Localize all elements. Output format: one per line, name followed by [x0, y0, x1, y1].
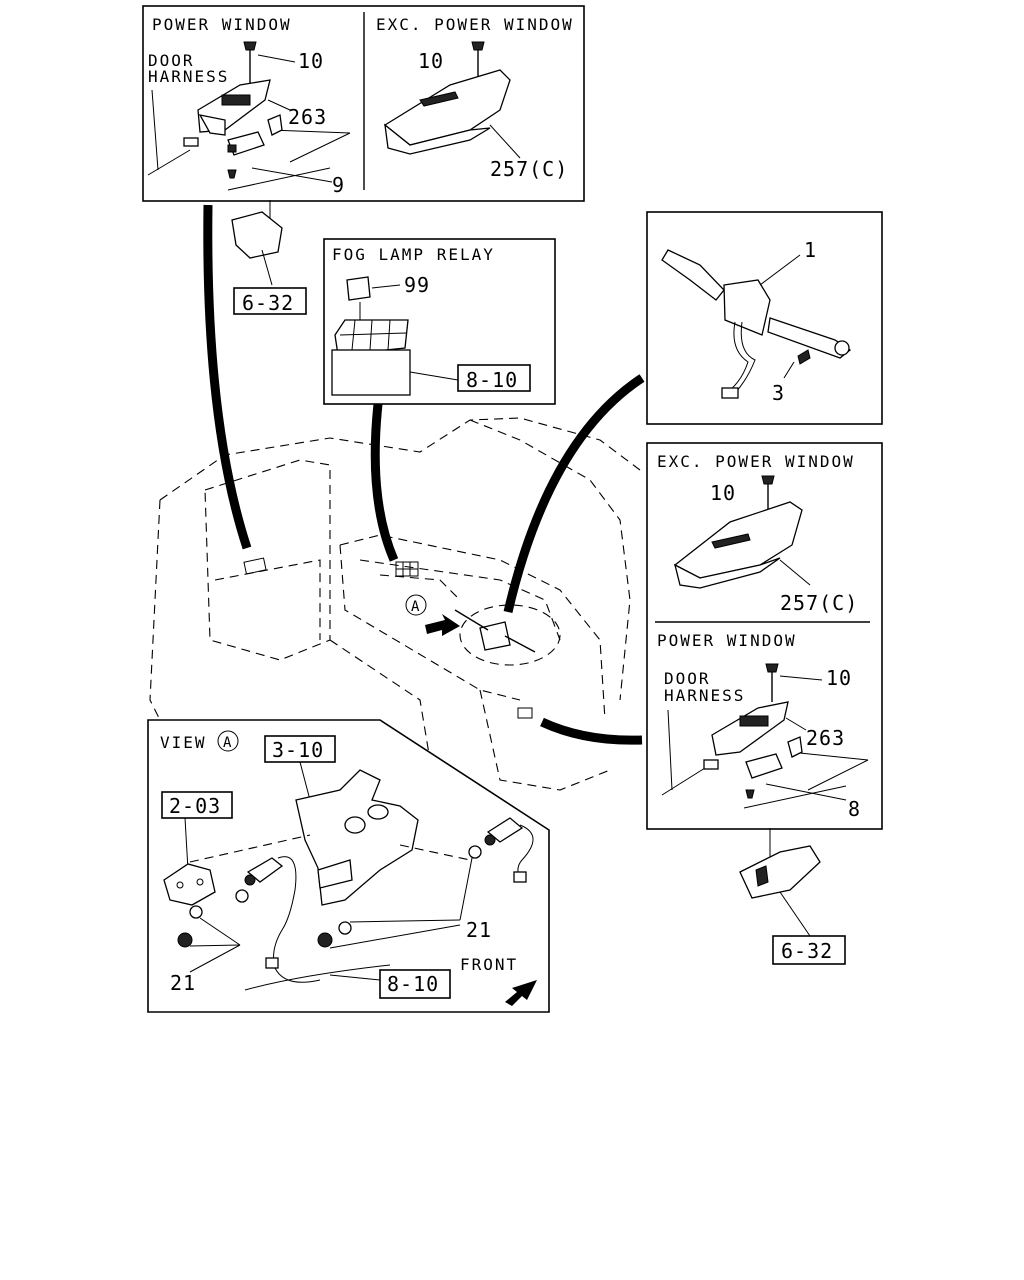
- callout-1: 1: [804, 238, 817, 262]
- panel-title-exc-power-window: EXC. POWER WINDOW: [376, 15, 574, 34]
- right-exc-title: EXC. POWER WINDOW: [657, 452, 855, 471]
- panel-title-power-window: POWER WINDOW: [152, 15, 292, 34]
- right-power-title: POWER WINDOW: [657, 631, 797, 650]
- ref-8-10-view: 8-10: [387, 972, 439, 996]
- callout-257c: 257(C): [490, 157, 568, 181]
- callout-3: 3: [772, 381, 785, 405]
- callout-10: 10: [298, 49, 324, 73]
- leader-curves: [203, 204, 645, 745]
- right-callout-257c: 257(C): [780, 591, 858, 615]
- view-a-marker-letter: A: [411, 599, 420, 615]
- top-left-panel: POWER WINDOW DOOR HARNESS 10 263 9 EXC. …: [142, 5, 585, 202]
- ref-box-8-10-view: [379, 969, 451, 999]
- right-door-harness-1: DOOR: [664, 669, 711, 688]
- front-arrow-icon: [505, 980, 537, 1006]
- car-interior-outline: A: [149, 417, 641, 791]
- right-callout-10-exc: 10: [710, 481, 736, 505]
- combination-switch-panel: 1 3: [646, 211, 883, 425]
- front-label: FRONT: [460, 955, 518, 974]
- ref-6-32-top: 6-32: [242, 291, 294, 315]
- right-panel: EXC. POWER WINDOW 10 257(C) POWER WINDOW…: [646, 442, 883, 830]
- ref-2-03: 2-03: [169, 794, 221, 818]
- view-a-circle: [217, 730, 239, 752]
- view-a-marker: [405, 594, 427, 616]
- ref-box-6-32-top: [233, 287, 307, 315]
- right-door-harness-2: HARNESS: [664, 686, 745, 705]
- right-callout-8: 8: [848, 797, 861, 821]
- fog-lamp-ref: 8-10: [466, 368, 518, 392]
- fog-lamp-relay-panel: FOG LAMP RELAY 99 8-10: [323, 238, 556, 405]
- view-a-title: VIEW: [160, 733, 207, 752]
- ref-3-10: 3-10: [272, 738, 324, 762]
- right-callout-10: 10: [826, 666, 852, 690]
- callout-9: 9: [332, 173, 345, 197]
- ref-box-6-32-right: [772, 935, 846, 965]
- ref-box-8-10-fog: [457, 364, 531, 392]
- ref-box-2-03: [161, 791, 233, 819]
- callout-263: 263: [288, 105, 327, 129]
- view-a-letter: A: [223, 735, 232, 751]
- door-harness-label-2: HARNESS: [148, 67, 229, 86]
- ref-6-32-right: 6-32: [781, 939, 833, 963]
- view-a-panel: VIEW A 3-10 2-03: [147, 719, 550, 1013]
- fog-lamp-relay-title: FOG LAMP RELAY: [332, 245, 495, 264]
- door-harness-label-1: DOOR: [148, 51, 195, 70]
- callout-99: 99: [404, 273, 430, 297]
- ref-box-3-10: [264, 735, 336, 763]
- right-callout-263: 263: [806, 726, 845, 750]
- callout-21-right: 21: [466, 918, 492, 942]
- bracket-6-32-top: 6-32: [231, 200, 307, 315]
- bracket-6-32-right: 6-32: [739, 828, 846, 965]
- callout-10-exc: 10: [418, 49, 444, 73]
- view-arrow: [425, 614, 460, 636]
- callout-21-left: 21: [170, 971, 196, 995]
